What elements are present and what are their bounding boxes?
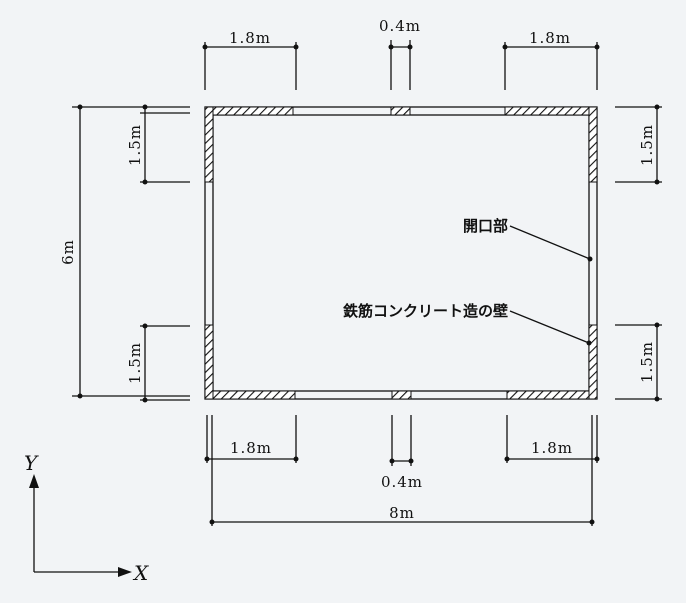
top-dimensions [202,40,600,90]
axis-x-label: X [132,561,149,585]
dim-left-total: 6m [59,239,77,265]
opening-label: 開口部 [463,217,508,235]
left-dimensions [72,104,190,403]
wall-top-mid [390,106,411,116]
wall-top-left [204,106,294,116]
dim-total-width: 8m [389,504,415,522]
dim-right-top: 1.5m [638,124,656,166]
concrete-walls [204,106,598,400]
wall-bottom-right [506,390,598,400]
annotation-leaders [509,225,593,346]
y-axis-arrow-icon [29,474,39,488]
wall-right-top [588,106,598,183]
x-axis-arrow-icon [118,567,132,577]
dim-right-bottom: 1.5m [638,341,656,383]
coordinate-axes [29,474,132,577]
wall-left-bottom [204,324,214,400]
axis-y-label: Y [24,451,39,475]
dim-bottom-mid: 0.4m [381,473,423,491]
wall-left-top [204,106,214,183]
wall-bottom-left [204,390,296,400]
right-dimensions [615,104,662,402]
dim-top-right: 1.8m [529,29,571,47]
wall-top-right [504,106,598,116]
dim-left-top: 1.5m [126,124,144,166]
dim-top-left: 1.8m [229,29,271,47]
dim-top-mid: 0.4m [379,17,421,35]
dim-bottom-right: 1.8m [531,439,573,457]
dim-bottom-left: 1.8m [230,439,272,457]
dim-left-bottom: 1.5m [126,342,144,384]
building-outline [204,106,598,400]
wall-right-bottom [588,324,598,400]
wall-bottom-mid [391,390,412,400]
wall-label: 鉄筋コンクリート造の壁 [343,302,508,320]
bottom-dimensions [204,415,600,526]
